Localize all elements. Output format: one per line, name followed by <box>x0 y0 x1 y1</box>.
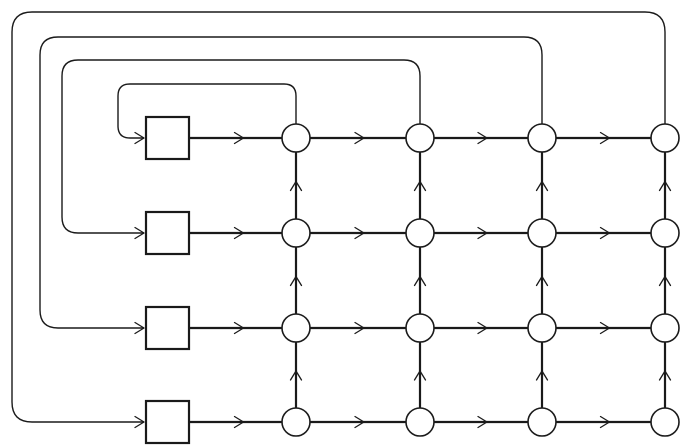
row-2-arrow-3 <box>599 226 611 240</box>
node-r2-c2 <box>405 218 435 248</box>
column-2-arrow-3 <box>413 180 427 192</box>
node-r1-c2 <box>405 123 435 153</box>
column-3-arrow-3 <box>535 180 549 192</box>
node-r3-c1 <box>281 313 311 343</box>
feedback-loop-4-arrowhead <box>134 415 145 429</box>
node-r2-c1 <box>281 218 311 248</box>
feedback-loop-3-arrowhead <box>134 321 145 335</box>
column-3-arrow-1 <box>535 370 549 381</box>
row-3-arrow-2 <box>477 321 488 335</box>
node-r4-c2 <box>405 407 435 437</box>
flow-arrows <box>134 131 672 429</box>
column-1-arrow-2 <box>289 275 303 287</box>
feedback-loop-4 <box>11 11 666 423</box>
row-4-arrow-in <box>233 415 245 429</box>
grid-wires <box>187 136 667 424</box>
node-r3-c4 <box>650 313 680 343</box>
node-r4-c4 <box>650 407 680 437</box>
row-4-arrow-1 <box>354 415 365 429</box>
node-r2-c4 <box>650 218 680 248</box>
node-r1-c3 <box>527 123 557 153</box>
column-4-arrow-1 <box>658 370 672 381</box>
column-2-arrow-2 <box>413 275 427 287</box>
row-3-arrow-in <box>233 321 245 335</box>
row-1-arrow-3 <box>599 131 611 145</box>
input-block-4 <box>144 399 191 445</box>
row-1-arrow-in <box>233 131 245 145</box>
feedback-loop-2 <box>61 59 421 234</box>
node-r3-c2 <box>405 313 435 343</box>
feedback-loop-1-arrowhead <box>134 131 145 145</box>
node-r4-c3 <box>527 407 557 437</box>
feedback-loops <box>11 11 666 423</box>
row-3-arrow-1 <box>354 321 365 335</box>
input-block-3 <box>144 305 191 351</box>
node-r2-c3 <box>527 218 557 248</box>
feedback-loop-3 <box>39 36 543 329</box>
input-block-2 <box>144 210 191 256</box>
column-4-arrow-2 <box>658 275 672 287</box>
row-2-arrow-in <box>233 226 245 240</box>
column-4-arrow-3 <box>658 180 672 192</box>
feedback-loop-2-arrowhead <box>134 226 145 240</box>
column-1-arrow-1 <box>289 370 303 381</box>
grid-nodes <box>281 123 680 437</box>
input-block-1 <box>144 115 191 161</box>
node-r1-c1 <box>281 123 311 153</box>
node-r1-c4 <box>650 123 680 153</box>
node-r4-c1 <box>281 407 311 437</box>
column-3-arrow-2 <box>535 275 549 287</box>
node-r3-c3 <box>527 313 557 343</box>
row-1-arrow-1 <box>354 131 365 145</box>
row-4-arrow-2 <box>477 415 488 429</box>
row-3-arrow-3 <box>599 321 611 335</box>
column-2-arrow-1 <box>413 370 427 381</box>
input-blocks <box>144 115 191 445</box>
row-1-arrow-2 <box>477 131 488 145</box>
row-2-arrow-1 <box>354 226 365 240</box>
feedback-loop-1 <box>117 83 297 139</box>
row-2-arrow-2 <box>477 226 488 240</box>
row-4-arrow-3 <box>599 415 611 429</box>
column-1-arrow-3 <box>289 180 303 192</box>
